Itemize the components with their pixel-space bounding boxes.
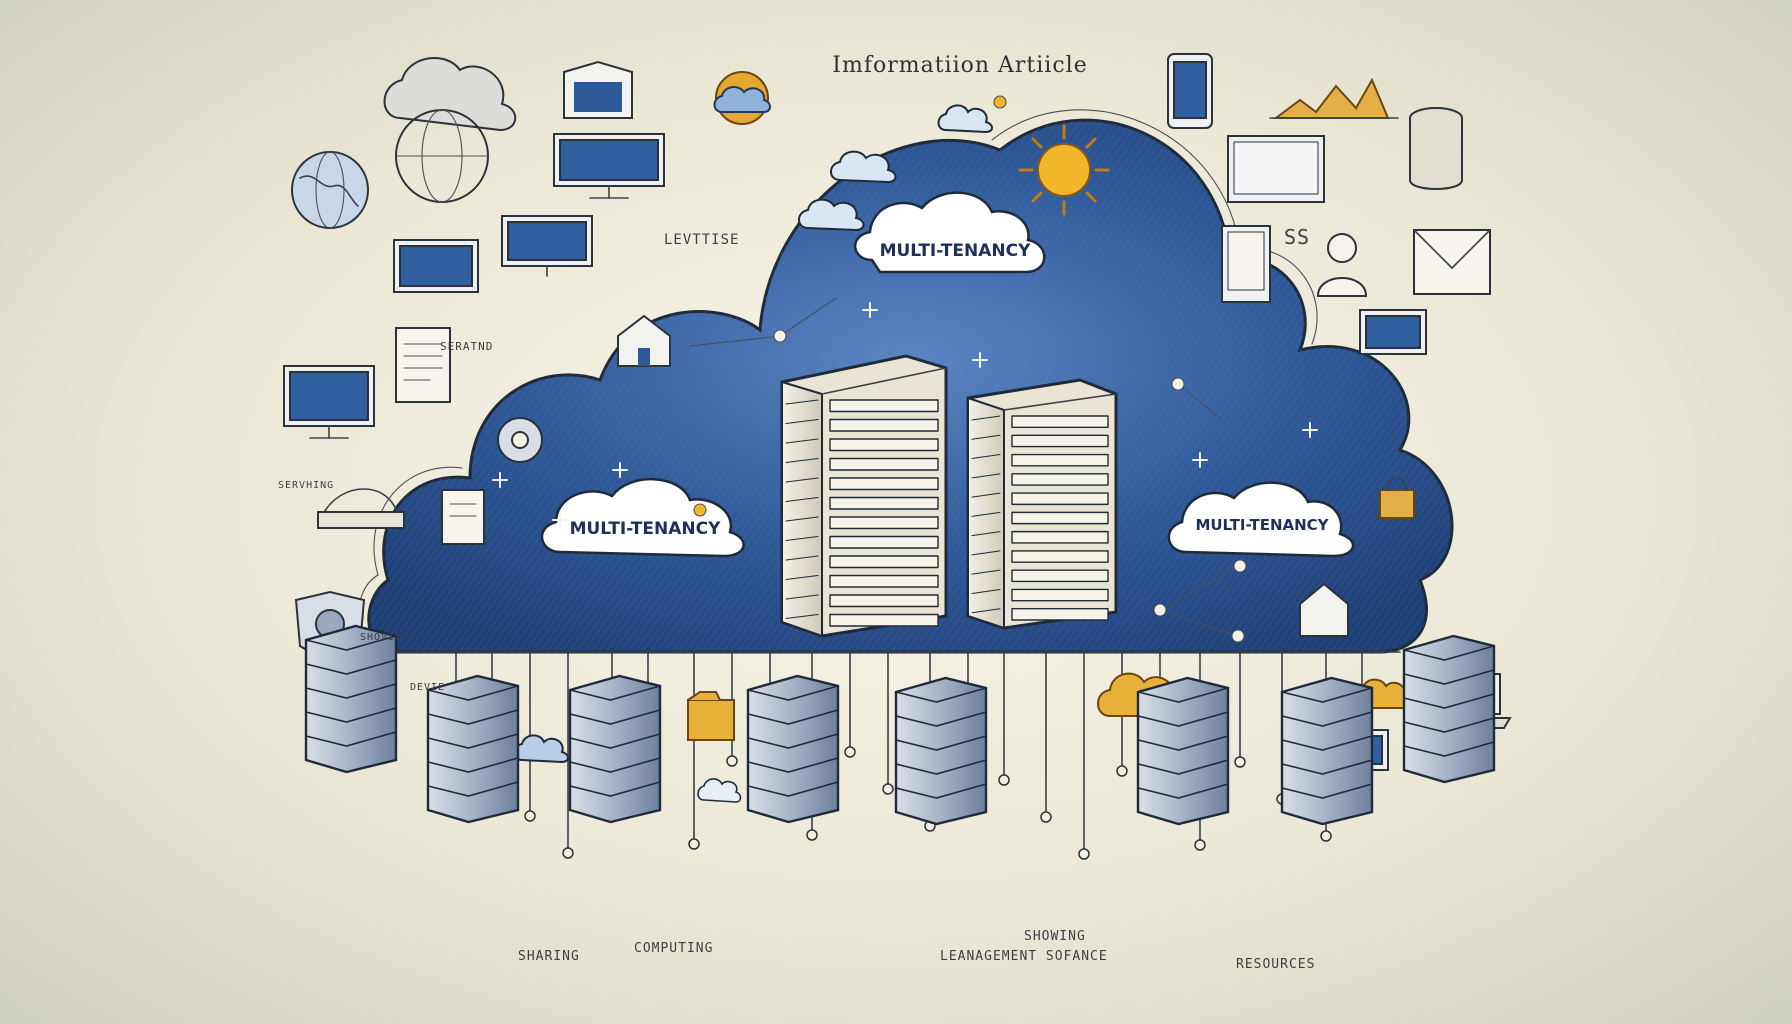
scribble-small-b: SHOVIDS bbox=[360, 632, 409, 643]
database-stack-icon bbox=[746, 674, 840, 824]
right-devices bbox=[1167, 53, 1512, 771]
globe-icon bbox=[291, 151, 369, 229]
house-icon bbox=[563, 60, 633, 119]
network-nodes bbox=[492, 95, 1318, 643]
clipboard-icon bbox=[441, 489, 485, 545]
mailbox-icon bbox=[317, 488, 405, 529]
house-icon bbox=[617, 314, 671, 367]
database-stack-icon bbox=[304, 624, 398, 774]
database-stack-icon bbox=[426, 674, 520, 824]
database-stacks bbox=[304, 624, 1496, 826]
sun-icon bbox=[1018, 124, 1110, 216]
lock-icon bbox=[1379, 477, 1415, 519]
monitor-icon bbox=[553, 133, 665, 199]
document-icon bbox=[1221, 225, 1271, 303]
document-icon bbox=[395, 327, 451, 403]
tablet-icon bbox=[1167, 53, 1213, 129]
pill-right: MULTI-TENANCY bbox=[1167, 481, 1354, 558]
small-cloud-icons bbox=[513, 104, 993, 803]
database-stack-icon bbox=[1402, 634, 1496, 784]
database-icon bbox=[1409, 107, 1463, 190]
pill-top: MULTI-TENANCY bbox=[853, 191, 1046, 274]
gear-icon bbox=[497, 417, 543, 463]
globe-network-icon bbox=[383, 56, 517, 203]
database-stack-icon bbox=[568, 674, 662, 824]
mountain-chart-icon bbox=[1269, 77, 1399, 119]
envelope-icon bbox=[1413, 229, 1491, 295]
scribble-small-c: DEVIE bbox=[410, 682, 445, 693]
monitor-icon bbox=[283, 365, 375, 439]
database-stack-icon bbox=[894, 676, 988, 826]
gear-cloud-icon bbox=[713, 71, 771, 125]
footer-resources: RESOURCES bbox=[1236, 957, 1315, 972]
scribble-left-upper: LEVTTISE bbox=[664, 232, 739, 248]
server-rack-left bbox=[780, 354, 948, 638]
scribble-small-a: SERVHING bbox=[278, 480, 334, 491]
server-rack-right bbox=[966, 378, 1118, 630]
monitor-icon bbox=[393, 239, 479, 293]
footer-sharing: SHARING bbox=[518, 949, 580, 964]
footer-computing: COMPUTING bbox=[634, 941, 713, 956]
scribble-right-upper: SS bbox=[1284, 225, 1310, 249]
page-title: Imformatiion Artiicle bbox=[832, 53, 1087, 78]
house-icon bbox=[1299, 582, 1349, 637]
database-stack-icon bbox=[1280, 676, 1374, 826]
pill-left: MULTI-TENANCY bbox=[540, 477, 745, 558]
cloud-label-left: MULTI-TENANCY bbox=[570, 519, 722, 539]
monitor-icon bbox=[1359, 309, 1427, 355]
cloud-label-top: MULTI-TENANCY bbox=[880, 241, 1032, 261]
user-icon bbox=[1316, 233, 1368, 297]
monitor-icon bbox=[1227, 135, 1325, 203]
scribble-left-mid: SERATND bbox=[440, 340, 493, 353]
monitor-icon bbox=[501, 215, 593, 277]
footer-showing: SHOWING bbox=[1024, 929, 1086, 944]
footer-management: LEANAGEMENT SOFANCE bbox=[940, 949, 1108, 964]
folder-icon bbox=[687, 691, 735, 741]
cloud-label-right: MULTI-TENANCY bbox=[1195, 516, 1329, 534]
database-stack-icon bbox=[1136, 676, 1230, 826]
